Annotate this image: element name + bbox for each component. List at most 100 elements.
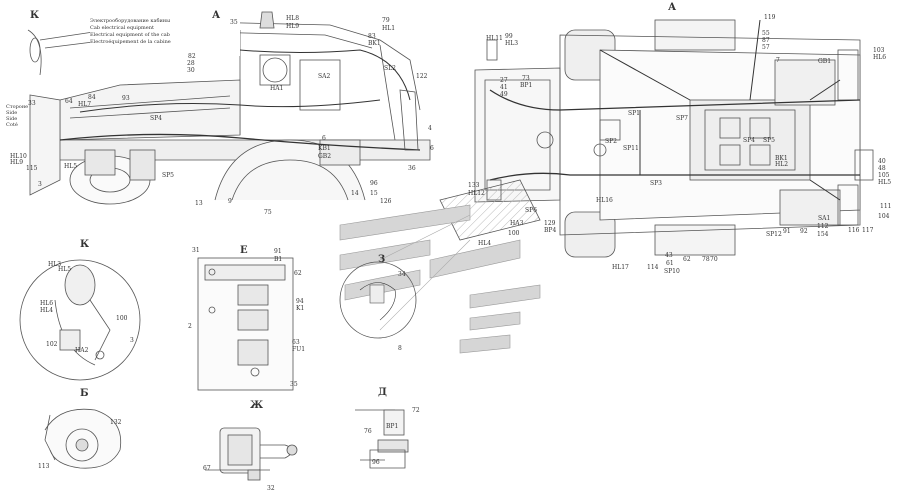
callout-label: HL11 xyxy=(486,35,503,42)
callout-label: 112 xyxy=(817,223,829,230)
callout-label: 114 xyxy=(647,264,659,271)
callout-label: 6 xyxy=(322,135,326,142)
callout-label: HA1 xyxy=(270,85,283,92)
callout-label: 76 xyxy=(364,428,372,435)
callout-label: 75 xyxy=(264,209,272,216)
callout-label: 36 xyxy=(408,165,416,172)
detail-d-callouts: BP1 72 76 96 xyxy=(364,407,420,466)
callout-label: 62 xyxy=(294,270,302,277)
callout-label: 35 xyxy=(230,19,238,26)
callout-label: 2 xyxy=(188,323,192,330)
detail-e xyxy=(197,257,294,391)
callout-label: SA1 xyxy=(818,215,830,222)
detail-z-callouts: 348 xyxy=(398,271,406,352)
side-view-callouts: 35HL8HL9283082SA2HA179HL1BK183SL21224636… xyxy=(10,15,434,216)
callout-label: SP2 xyxy=(605,138,617,145)
callout-label: HA2 xyxy=(75,347,89,354)
callout-label: 57 xyxy=(762,44,770,51)
callout-label: 79 xyxy=(382,17,390,24)
callout-label: BP1 xyxy=(386,423,398,430)
callout-label: 63 xyxy=(292,339,300,346)
callout-label: 84 xyxy=(88,94,96,101)
callout-label: HL9 xyxy=(10,159,23,166)
callout-label: SP4 xyxy=(743,137,755,144)
callout-label: SP12 xyxy=(766,231,782,238)
top-view xyxy=(439,19,874,258)
callout-label: 62 xyxy=(683,256,691,263)
callout-label: HL10 xyxy=(10,153,27,160)
detail-e-title: Е xyxy=(240,245,248,256)
callout-label: 96 xyxy=(370,180,378,187)
callout-label: HL4 xyxy=(478,240,491,247)
detail-b-title: Б xyxy=(80,388,89,399)
callout-label: 73 xyxy=(522,75,530,82)
callout-label: 91 xyxy=(274,248,282,255)
callout-label: 49 xyxy=(500,91,508,98)
callout-label: 27 xyxy=(500,77,508,84)
callout-label: SP10 xyxy=(664,268,680,275)
detail-d xyxy=(355,409,409,469)
callout-label: 87 xyxy=(762,37,770,44)
callout-label: 48 xyxy=(878,165,886,172)
callout-label: 28 xyxy=(187,60,195,67)
projection-stripes xyxy=(339,204,541,354)
callout-label: HL4 xyxy=(40,307,53,314)
callout-label: FU1 xyxy=(292,346,305,353)
callout-label: 122 xyxy=(416,73,428,80)
callout-label: 154 xyxy=(817,231,829,238)
callout-label: GB2 xyxy=(318,153,331,160)
callout-label: 115 xyxy=(26,165,38,172)
callout-label: 104 xyxy=(878,213,890,220)
callout-label: SA2 xyxy=(318,73,330,80)
callout-label: 33 xyxy=(28,100,36,107)
top-view-title: А xyxy=(668,2,677,13)
callout-label: 103 xyxy=(873,47,885,54)
callout-label: BP4 xyxy=(544,227,556,234)
legend-line-2: Cab electrical equipment xyxy=(90,25,154,31)
callout-label: 133 xyxy=(468,182,480,189)
callout-label: 99 xyxy=(505,33,513,40)
callout-label: 64 xyxy=(65,98,73,105)
callout-label: BK1 xyxy=(775,155,788,162)
callout-label: 117 xyxy=(862,227,874,234)
callout-label: HL16 xyxy=(596,197,613,204)
callout-label: 132 xyxy=(110,419,122,426)
callout-label: 116 xyxy=(848,227,860,234)
callout-label: 94 xyxy=(296,298,304,305)
callout-label: 129 xyxy=(544,220,556,227)
side-view xyxy=(27,11,431,205)
callout-label: 70 xyxy=(710,256,718,263)
section-arrow-a: А xyxy=(212,10,221,21)
callout-label: HL3 xyxy=(48,261,61,268)
side-note-4: Coté xyxy=(6,121,18,128)
callout-label: 119 xyxy=(764,14,776,21)
callout-label: SP7 xyxy=(676,115,688,122)
callout-label: 96 xyxy=(372,459,380,466)
callout-label: HL5 xyxy=(64,163,77,170)
callout-label: 3 xyxy=(130,337,134,344)
callout-label: HL3 xyxy=(505,40,518,47)
callout-label: HA3 xyxy=(510,220,524,227)
detail-z-title: З xyxy=(378,254,385,265)
callout-label: 100 xyxy=(116,315,128,322)
callout-label: HL8 xyxy=(286,15,299,22)
callout-label: SP4 xyxy=(150,115,162,122)
callout-label: 105 xyxy=(878,172,890,179)
callout-label: BP1 xyxy=(520,82,532,89)
callout-label: 31 xyxy=(192,247,200,254)
callout-label: 35 xyxy=(290,381,298,388)
legend-line-1: Электрооборудование кабины xyxy=(90,17,170,24)
callout-label: 102 xyxy=(46,341,58,348)
legend-line-4: Electroéquipement de la cabine xyxy=(90,38,171,45)
callout-label: SL2 xyxy=(384,65,396,72)
callout-label: 32 xyxy=(267,485,275,492)
callout-label: 6 xyxy=(430,145,434,152)
callout-label: 72 xyxy=(412,407,420,414)
callout-label: SP6 xyxy=(525,207,537,214)
callout-label: HL17 xyxy=(612,264,629,271)
callout-label: 111 xyxy=(880,203,891,210)
detail-zh-title: Ж xyxy=(250,400,264,411)
